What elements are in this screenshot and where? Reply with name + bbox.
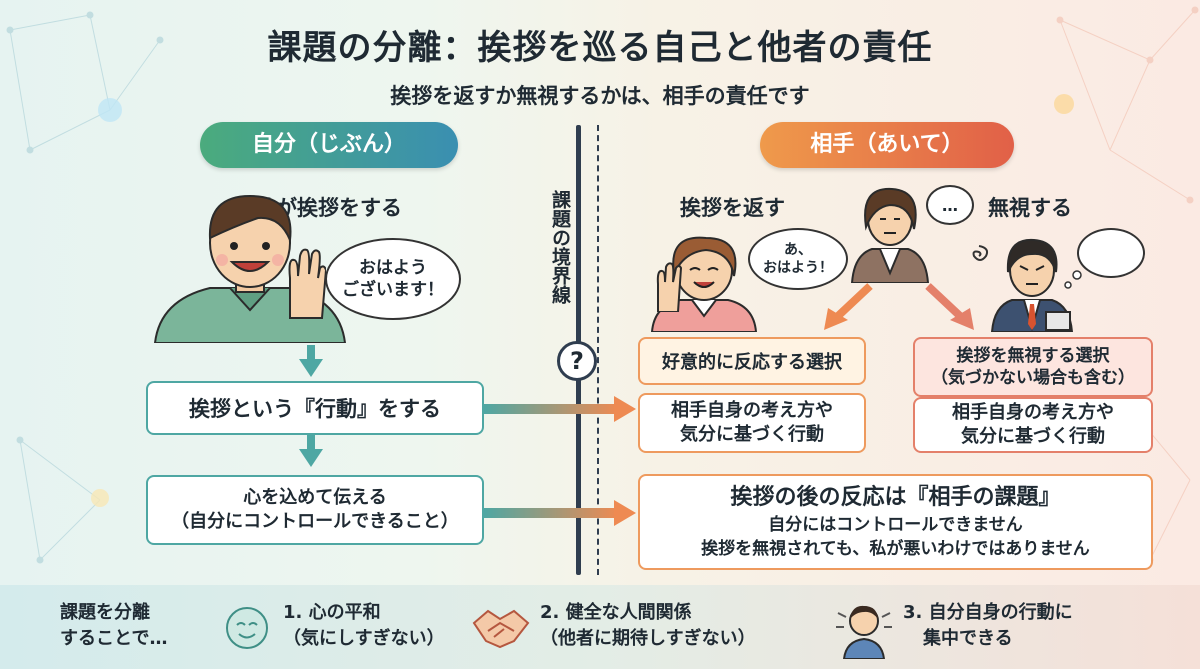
- self-speech-line-2: ございます！: [342, 280, 444, 300]
- calm-face-icon: [226, 607, 268, 649]
- benefit-focus-line-2: 集中できる: [923, 628, 1013, 649]
- benefit-focus-line-1: 3. 自分自身の行動に: [903, 602, 1073, 623]
- other-behavior-left-line-2: 気分に基づく行動: [680, 424, 824, 445]
- waving-hand-icon: [288, 248, 326, 319]
- self-action-text: 挨拶という『行動』をする: [189, 397, 441, 421]
- return-speech-line-1: あ、: [784, 242, 812, 258]
- benefit-focus: 3. 自分自身の行動に 集中できる: [903, 600, 1073, 652]
- footer-lead: 課題を分離 することで…: [60, 600, 167, 652]
- other-label-pill: 相手（あいて）: [760, 122, 1014, 168]
- other-task-line-1: 自分にはコントロールできません: [768, 515, 1023, 535]
- self-control-line-2: （自分にコントロールできること）: [171, 511, 459, 532]
- other-task-title: 挨拶の後の反応は『相手の課題』: [730, 485, 1061, 510]
- control-to-task-arrow: [484, 500, 636, 526]
- self-label-pill: 自分（じぶん）: [200, 122, 458, 168]
- action-to-other-arrow: [484, 396, 636, 422]
- question-mark-icon: ?: [570, 347, 584, 375]
- other-task-box: 挨拶の後の反応は『相手の課題』 自分にはコントロールできません 挨拶を無視されて…: [638, 474, 1153, 570]
- benefit-peace-line-2: （気にしすぎない）: [283, 628, 445, 649]
- benefit-peace: 1. 心の平和 （気にしすぎない）: [283, 600, 445, 652]
- thinking-dots: …: [942, 195, 958, 215]
- footer-lead-line-1: 課題を分離: [60, 602, 150, 623]
- benefit-relationships-line-2: （他者に期待しすぎない）: [540, 628, 756, 649]
- self-control-box: 心を込めて伝える （自分にコントロールできること）: [146, 475, 484, 545]
- benefit-relationships: 2. 健全な人間関係 （他者に期待しすぎない）: [540, 600, 756, 652]
- branch-arrows: [824, 283, 974, 330]
- self-speech-line-1: おはよう: [359, 258, 427, 278]
- focused-person-icon: [836, 605, 892, 659]
- other-behavior-box-left: 相手自身の考え方や 気分に基づく行動: [638, 393, 866, 453]
- ignore-heading: 無視する: [988, 196, 1072, 220]
- other-behavior-box-right: 相手自身の考え方や 気分に基づく行動: [913, 397, 1153, 453]
- return-speech-line-2: おはよう！: [763, 260, 833, 276]
- boundary-label: 課題の境界線: [549, 190, 571, 304]
- ignore-choice-line-2: （気づかない場合も含む）: [931, 368, 1135, 388]
- self-control-line-1: 心を込めて伝える: [243, 487, 387, 508]
- page-title: 課題の分離：挨拶を巡る自己と他者の責任: [267, 28, 933, 68]
- positive-choice-box: 好意的に反応する選択: [638, 337, 866, 385]
- benefit-relationships-line-1: 2. 健全な人間関係: [540, 602, 692, 623]
- self-speech-bubble: おはよう ございます！: [325, 238, 461, 320]
- other-person-illustration: [850, 187, 930, 283]
- self-down-arrows: [299, 345, 323, 467]
- positive-choice-text: 好意的に反応する選択: [662, 352, 842, 373]
- boundary-dashed-line: [597, 125, 599, 575]
- empty-thought-bubble: [1077, 228, 1145, 278]
- return-heading: 挨拶を返す: [680, 196, 785, 220]
- other-task-line-2: 挨拶を無視されても、私が悪いわけではありません: [701, 539, 1090, 559]
- confused-scribble-icon: [972, 245, 989, 261]
- ignore-choice-box: 挨拶を無視する選択 （気づかない場合も含む）: [913, 337, 1153, 397]
- handshake-icon: [472, 609, 530, 649]
- return-speech-bubble: あ、 おはよう！: [748, 228, 848, 290]
- page-subtitle: 挨拶を返すか無視するかは、相手の責任です: [390, 84, 810, 108]
- thought-bubble-dots: [1064, 270, 1082, 289]
- other-behavior-right-line-2: 気分に基づく行動: [961, 426, 1105, 447]
- thinking-bubble: …: [926, 185, 974, 225]
- self-action-box: 挨拶という『行動』をする: [146, 381, 484, 435]
- other-behavior-right-line-1: 相手自身の考え方や: [952, 402, 1114, 423]
- footer-lead-line-2: することで…: [60, 628, 168, 649]
- benefit-peace-line-1: 1. 心の平和: [283, 602, 381, 623]
- ignoring-person-illustration: [990, 238, 1074, 332]
- question-circle: ?: [557, 341, 597, 381]
- other-behavior-left-line-1: 相手自身の考え方や: [671, 400, 833, 421]
- ignore-choice-line-1: 挨拶を無視する選択: [956, 346, 1110, 366]
- returning-wave-hand-icon: [656, 262, 682, 312]
- benefits-footer: 課題を分離 することで… 1. 心の平和 （気にしすぎない） 2. 健全な人間関…: [0, 585, 1200, 669]
